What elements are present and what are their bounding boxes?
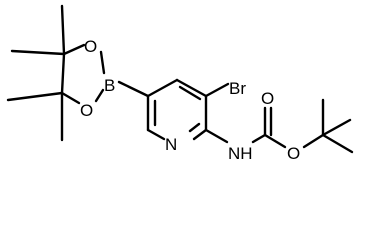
atom-pyridine-nitrogen: N xyxy=(165,135,177,154)
pinacol-ring xyxy=(60,43,106,105)
bond-o-b-bottom xyxy=(94,88,105,103)
methyl-bond xyxy=(60,4,66,56)
atom-boron: B xyxy=(104,76,115,95)
bond-c-o-ester xyxy=(263,133,287,149)
chemical-structure-diagram: O B O Br N NH O O xyxy=(6,4,354,163)
bond-o-b-top xyxy=(99,50,106,75)
bond-n-c6 xyxy=(146,128,166,141)
atom-ester-oxygen: O xyxy=(287,144,300,163)
boc-carbamate xyxy=(204,98,354,154)
bond-b-aryl xyxy=(117,80,150,98)
bond-c4-c3-inner xyxy=(178,85,202,101)
bond-c-nh xyxy=(204,128,229,144)
bond-c-c-ring xyxy=(60,52,66,95)
pyridine-ring xyxy=(146,78,208,141)
bond-c-br xyxy=(204,82,230,98)
atom-oxygen-top: O xyxy=(84,37,97,56)
bond-c4-c3 xyxy=(175,78,208,98)
bond-c2-n xyxy=(192,128,208,141)
tert-butyl-methyl xyxy=(321,118,352,137)
atom-bromine: Br xyxy=(229,79,246,98)
methyl-bond xyxy=(10,49,66,56)
bond-c-o-bottom xyxy=(60,91,81,105)
bond-nh-c xyxy=(251,133,267,144)
atom-oxygen-bottom: O xyxy=(80,101,93,120)
bond-c2-n-inner xyxy=(188,122,201,133)
methyl-groups xyxy=(6,4,66,142)
bond-c-o-top xyxy=(62,43,86,56)
bond-o-c-tert xyxy=(302,133,325,149)
bond-c5-c4 xyxy=(146,78,179,98)
methyl-bond xyxy=(6,91,64,102)
tert-butyl-methyl xyxy=(321,133,354,154)
atom-carbonyl-oxygen: O xyxy=(261,89,274,108)
structure-canvas: O B O Br N NH O O xyxy=(6,4,354,163)
atom-amine-nh: NH xyxy=(228,144,253,163)
